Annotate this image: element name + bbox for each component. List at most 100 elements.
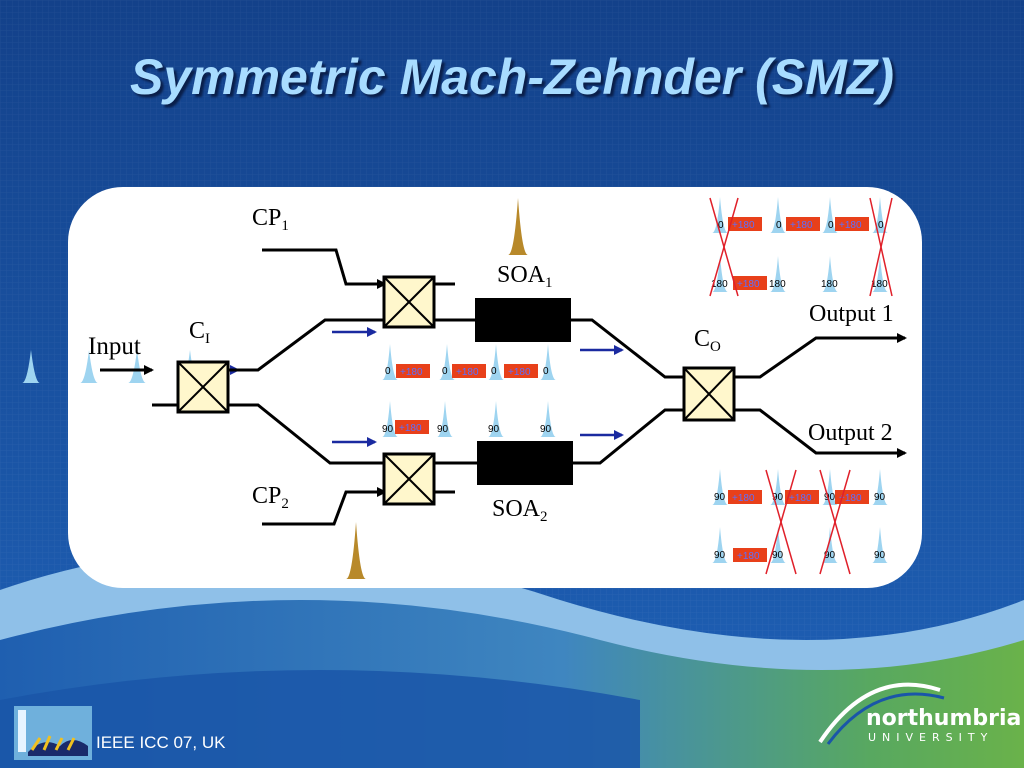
lower-arm-out bbox=[573, 408, 684, 465]
input-coupler bbox=[176, 360, 230, 414]
upper-arm-value: 0 bbox=[543, 366, 549, 377]
input-label: Input bbox=[88, 333, 141, 360]
phase-badge bbox=[452, 364, 486, 378]
university-logo-icon bbox=[818, 682, 945, 745]
output2-pulse bbox=[712, 527, 728, 563]
output1-pulse bbox=[822, 197, 838, 233]
soa1 bbox=[475, 298, 571, 342]
output1-pulse bbox=[770, 197, 786, 233]
output2-value: 90 bbox=[824, 492, 836, 503]
phase-badge bbox=[733, 276, 767, 290]
phase-badge-label: +180 bbox=[789, 493, 812, 504]
co-label: CO bbox=[694, 326, 721, 355]
conference-logo-icon bbox=[14, 706, 92, 760]
diagram-panel bbox=[68, 187, 922, 588]
output1-value: 0 bbox=[718, 220, 724, 231]
upper-arm-out bbox=[571, 318, 684, 379]
output1-value: 180 bbox=[711, 279, 728, 290]
input-pulse bbox=[128, 350, 146, 383]
phase-badge bbox=[395, 420, 429, 434]
control-pulse-2 bbox=[346, 522, 366, 579]
output-1-label: Output 1 bbox=[809, 301, 894, 327]
output2-value: 90 bbox=[772, 550, 784, 561]
phase-badge-label: +180 bbox=[790, 220, 813, 231]
control-pulse-1 bbox=[508, 198, 528, 255]
output-coupler bbox=[682, 366, 736, 422]
phase-badge-label: +180 bbox=[399, 423, 422, 434]
output-2-line bbox=[734, 408, 907, 458]
phase-badge bbox=[396, 364, 430, 378]
output1-pulse bbox=[872, 197, 888, 233]
cross-mark bbox=[709, 197, 739, 297]
output1-value: 0 bbox=[776, 220, 782, 231]
cross-mark bbox=[819, 469, 851, 575]
output2-value: 90 bbox=[874, 492, 886, 503]
phase-badge-label: +180 bbox=[400, 367, 423, 378]
output1-pulse bbox=[822, 256, 838, 292]
input-pulse bbox=[22, 350, 40, 383]
output1-pulse bbox=[712, 197, 728, 233]
upper-arm-value: 0 bbox=[491, 366, 497, 377]
lower-arm-pulse bbox=[437, 401, 453, 437]
output1-pulse bbox=[872, 256, 888, 292]
phase-badge-label: +180 bbox=[732, 493, 755, 504]
phase-badge bbox=[835, 217, 869, 231]
phase-badge bbox=[728, 490, 762, 504]
upper-arm-pulse bbox=[382, 344, 398, 380]
lower-arm-value: 90 bbox=[488, 424, 500, 435]
output2-pulse bbox=[770, 527, 786, 563]
lower-arm-value: 90 bbox=[540, 424, 552, 435]
upper-arm-value: 0 bbox=[385, 366, 391, 377]
cp1-coupler bbox=[382, 275, 436, 329]
output2-value: 90 bbox=[714, 492, 726, 503]
output2-value: 90 bbox=[824, 550, 836, 561]
output-1-line bbox=[734, 333, 907, 379]
upper-arm-value: 0 bbox=[442, 366, 448, 377]
output2-value: 90 bbox=[874, 550, 886, 561]
soa2 bbox=[477, 441, 573, 485]
soa1-label: SOA1 bbox=[497, 262, 553, 291]
output2-pulse bbox=[822, 469, 838, 505]
phase-badge-label: +180 bbox=[732, 220, 755, 231]
footer-conference: IEEE ICC 07, UK bbox=[96, 733, 226, 752]
upper-arm-pulse bbox=[439, 344, 455, 380]
output1-value: 0 bbox=[878, 220, 884, 231]
input-pulse bbox=[80, 350, 98, 383]
slide-title: Symmetric Mach-Zehnder (SMZ) bbox=[129, 49, 894, 105]
output2-pulse bbox=[872, 527, 888, 563]
lower-arm-value: 90 bbox=[437, 424, 449, 435]
phase-badge bbox=[786, 217, 820, 231]
output1-value: 180 bbox=[821, 279, 838, 290]
phase-badge-label: +180 bbox=[839, 493, 862, 504]
lower-arm-pulse bbox=[382, 401, 398, 437]
phase-badge-label: +180 bbox=[737, 551, 760, 562]
output2-pulse bbox=[822, 527, 838, 563]
lower-arm-pulse bbox=[488, 401, 504, 437]
output1-value: 180 bbox=[769, 279, 786, 290]
output2-value: 90 bbox=[772, 492, 784, 503]
upper-arm-pulse bbox=[540, 344, 556, 380]
phase-badge-label: +180 bbox=[839, 220, 862, 231]
cp2-line bbox=[262, 487, 387, 526]
ci-label: CI bbox=[189, 318, 210, 347]
lower-arm-value: 90 bbox=[382, 424, 394, 435]
output1-pulse bbox=[712, 256, 728, 292]
cross-mark bbox=[765, 469, 797, 575]
phase-badge bbox=[504, 364, 538, 378]
cp1-label: CP1 bbox=[252, 205, 289, 234]
output-2-label: Output 2 bbox=[808, 420, 893, 446]
lower-arm-pulse bbox=[540, 401, 556, 437]
university-subtitle: UNIVERSITY bbox=[868, 731, 994, 744]
phase-badge bbox=[733, 548, 767, 562]
phase-badge bbox=[785, 490, 819, 504]
soa2-label: SOA2 bbox=[492, 496, 548, 525]
phase-badge-label: +180 bbox=[737, 279, 760, 290]
cp2-coupler bbox=[382, 452, 436, 506]
phase-badge-label: +180 bbox=[456, 367, 479, 378]
cross-mark bbox=[869, 197, 893, 297]
output2-value: 90 bbox=[714, 550, 726, 561]
cp2-label: CP2 bbox=[252, 483, 289, 512]
upper-arm-pulse bbox=[488, 344, 504, 380]
cp1-line bbox=[262, 248, 387, 289]
